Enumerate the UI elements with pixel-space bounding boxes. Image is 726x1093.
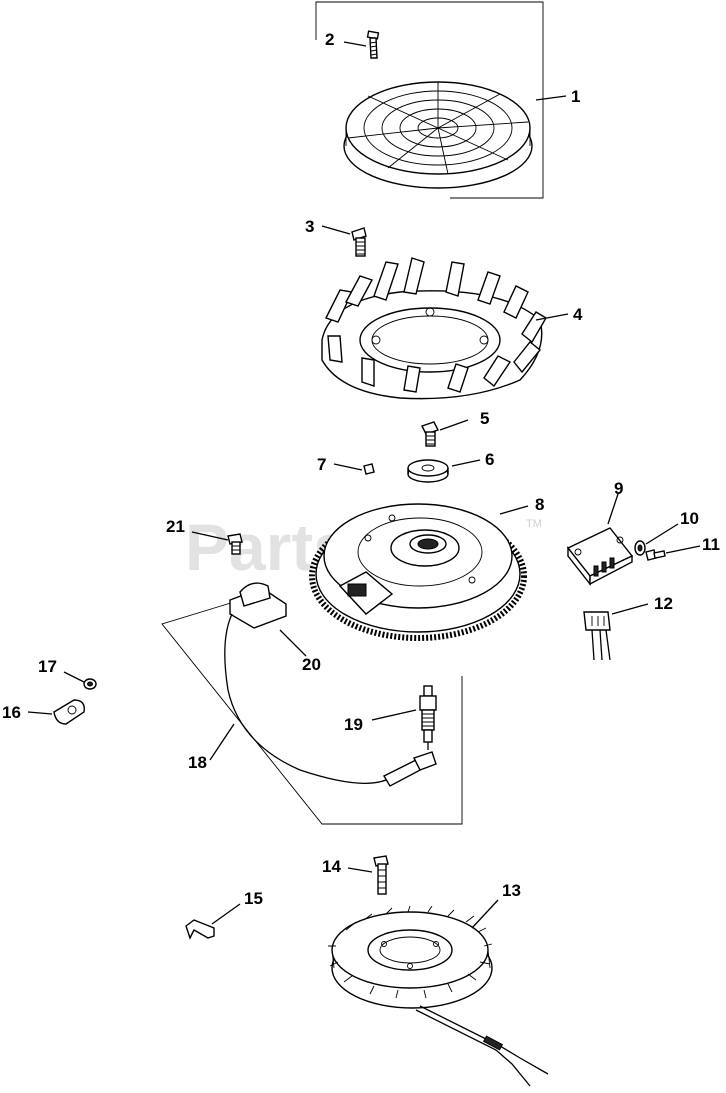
part-flywheel[interactable]: [309, 503, 527, 641]
callout-labels: 1 2 3 4 5 6 7 8 9 10 11 12 13 14 15 16 1…: [2, 30, 720, 908]
callout-17: 17: [38, 657, 57, 676]
callout-10: 10: [680, 509, 699, 528]
callout-18: 18: [188, 753, 207, 772]
part-clip[interactable]: [185, 919, 215, 940]
group-bracket-ignition: [161, 601, 463, 825]
callout-8: 8: [535, 495, 544, 514]
callout-15: 15: [244, 889, 263, 908]
watermark-trademark: TM: [526, 518, 542, 530]
part-ignition-module[interactable]: [224, 582, 437, 787]
part-cooling-fan[interactable]: [321, 257, 547, 400]
callout-12: 12: [654, 594, 673, 613]
callout-7: 7: [317, 455, 326, 474]
part-grass-screen[interactable]: [343, 81, 533, 189]
part-spark-plug[interactable]: [419, 685, 437, 750]
part-screw-screen[interactable]: [366, 30, 380, 59]
part-rectifier-regulator[interactable]: [566, 527, 634, 587]
callout-19: 19: [344, 715, 363, 734]
callout-21: 21: [166, 517, 185, 536]
part-screw-regulator[interactable]: [645, 549, 666, 561]
callout-20: 20: [302, 655, 321, 674]
callout-5: 5: [480, 409, 489, 428]
callout-11: 11: [702, 535, 720, 554]
callout-6: 6: [485, 450, 494, 469]
group-bracket-screen: [315, 1, 544, 199]
part-screw-fan[interactable]: [351, 227, 367, 257]
part-washer-regulator[interactable]: [634, 540, 646, 556]
part-nut[interactable]: [83, 678, 97, 690]
part-screw-stator[interactable]: [373, 855, 389, 895]
part-screw-flywheel[interactable]: [421, 421, 439, 447]
part-connector[interactable]: [583, 611, 611, 661]
callout-9: 9: [614, 479, 623, 498]
part-screw-ignition[interactable]: [227, 533, 243, 555]
callout-14: 14: [322, 857, 341, 876]
part-key[interactable]: [363, 463, 375, 475]
callout-3: 3: [305, 217, 314, 236]
part-stator[interactable]: [328, 905, 549, 1087]
callout-16: 16: [2, 703, 21, 722]
part-clamp[interactable]: [53, 699, 85, 725]
callout-13: 13: [502, 881, 521, 900]
part-washer-flywheel[interactable]: [407, 459, 449, 483]
callout-2: 2: [325, 30, 334, 49]
leader-lines: [27, 41, 701, 929]
callout-4: 4: [573, 305, 583, 324]
callout-1: 1: [571, 87, 580, 106]
